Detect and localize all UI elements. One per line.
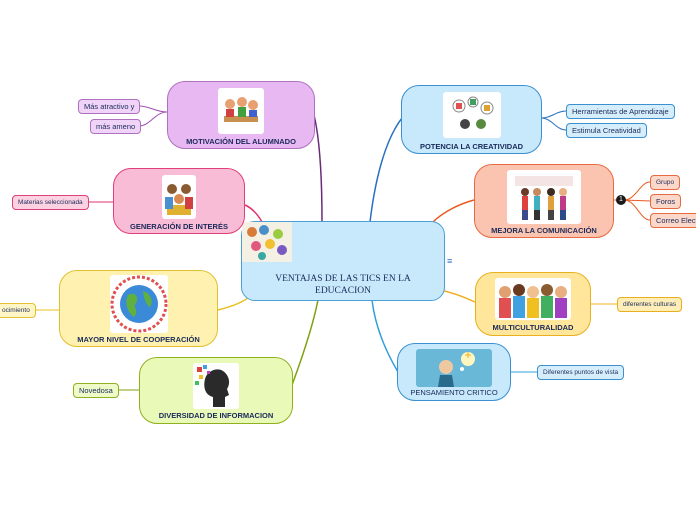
- group-icon: [162, 175, 196, 219]
- notes-icon: [242, 222, 292, 262]
- branch-diversidad[interactable]: DIVERSIDAD DE INFORMACION: [139, 357, 293, 424]
- crowd-icon: [495, 278, 571, 320]
- link-diversidad: [291, 299, 319, 386]
- branch-pensamiento[interactable]: PENSAMIENTO CRITICO: [397, 343, 511, 401]
- link-motivacion: [313, 114, 323, 223]
- leaf-link-9: [623, 181, 651, 201]
- leaf-mas-ameno[interactable]: más ameno: [90, 119, 142, 134]
- branch-cooperacion[interactable]: MAYOR NIVEL DE COOPERACIÓN: [59, 270, 218, 347]
- head-icon: [193, 363, 239, 409]
- leaf-link-1: [138, 105, 168, 113]
- branch-creatividad[interactable]: POTENCIA LA CREATIVIDAD: [401, 85, 542, 154]
- leaf-culturas[interactable]: diferentes culturas: [617, 297, 683, 312]
- branch-label: MAYOR NIVEL DE COOPERACIÓN: [77, 335, 200, 344]
- branch-label: POTENCIA LA CREATIVIDAD: [419, 142, 524, 151]
- leaf-puntos-de-vista[interactable]: Diferentes puntos de vista: [537, 365, 625, 380]
- link-creatividad: [369, 117, 403, 223]
- leaf-novedosa[interactable]: Novedosa: [73, 383, 119, 398]
- branch-motivacion[interactable]: MOTIVACIÓN DEL ALUMNADO: [167, 81, 315, 149]
- leaf-correo[interactable]: Correo Elect: [650, 213, 696, 228]
- branch-label: DIVERSIDAD DE INFORMACION: [158, 411, 274, 420]
- link-multicultural: [439, 289, 476, 303]
- leaf-link-11: [623, 199, 651, 221]
- branch-label: MEJORA LA COMUNICACIÓN: [491, 226, 597, 235]
- link-pensamiento: [371, 299, 399, 373]
- central-topic[interactable]: VENTAJAS DE LAS TICS EN LA EDUCACION: [241, 221, 445, 301]
- branch-label: PENSAMIENTO CRITICO: [410, 388, 498, 397]
- central-title: VENTAJAS DE LAS TICS EN LA EDUCACION: [275, 274, 411, 296]
- people-icon: [507, 170, 581, 224]
- link-cooperacion: [217, 295, 251, 311]
- thinker-icon: [416, 349, 492, 387]
- leaf-conocimiento[interactable]: ocimiento: [0, 303, 36, 318]
- leaf-foros[interactable]: Foros: [650, 194, 682, 209]
- link-comunicacion: [432, 199, 475, 223]
- branch-label: MOTIVACIÓN DEL ALUMNADO: [186, 137, 296, 146]
- leaf-materias[interactable]: Materias seleccionada: [12, 195, 89, 210]
- notes-marker-icon: ≡: [447, 256, 453, 266]
- leaf-mas-atractivo[interactable]: Más atractivo y: [78, 99, 141, 114]
- leaf-grupo[interactable]: Grupo: [650, 175, 681, 190]
- students-icon: [218, 88, 264, 134]
- count-badge[interactable]: 1: [616, 195, 626, 205]
- link-generacion: [244, 204, 263, 223]
- leaf-link-7: [540, 117, 567, 131]
- leaf-link-2: [138, 111, 168, 127]
- branch-generacion[interactable]: GENERACIÓN DE INTERÉS: [113, 168, 245, 234]
- leaf-link-10: [623, 199, 651, 202]
- leaf-herramientas[interactable]: Herramientas de Aprendizaje: [566, 104, 675, 119]
- branch-label: MULTICULTURALIDAD: [492, 323, 574, 332]
- branch-comunicacion[interactable]: MEJORA LA COMUNICACIÓN: [474, 164, 614, 238]
- branch-multicultural[interactable]: MULTICULTURALIDAD: [475, 272, 591, 336]
- branch-label: GENERACIÓN DE INTERÉS: [130, 222, 228, 231]
- leaf-estimula[interactable]: Estimula Creatividad: [566, 123, 647, 138]
- leaf-link-6: [540, 110, 567, 119]
- globe-icon: [109, 275, 168, 333]
- ideas-icon: [442, 92, 501, 138]
